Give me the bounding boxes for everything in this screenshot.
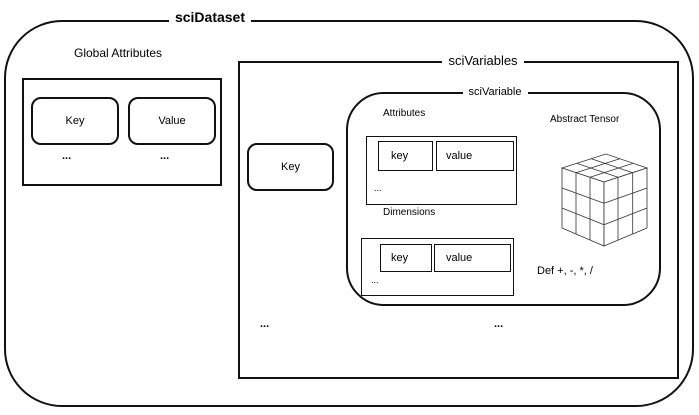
abstract-tensor-label: Abstract Tensor [550, 114, 620, 125]
tensor-cube-icon [560, 153, 649, 247]
attributes-ellipsis: ... [374, 183, 382, 193]
scivariables-key-box: Key [247, 143, 334, 191]
global-attr-key-box: Key [31, 97, 119, 145]
global-attr-value-text: Value [158, 114, 186, 127]
global-attr-ellipsis-2: ... [160, 150, 170, 162]
attributes-label: Attributes [383, 108, 426, 119]
scivariable-title-wrap: sciVariable [455, 84, 535, 100]
scidataset-title-wrap: sciDataset [160, 7, 260, 27]
global-attr-value-box: Value [128, 97, 216, 145]
scivariables-key-text: Key [281, 160, 300, 173]
scivariables-title: sciVariables [442, 53, 524, 67]
global-attributes-label: Global Attributes [74, 46, 163, 60]
dimensions-key-text: key [391, 251, 409, 264]
dimensions-value-text: value [446, 251, 473, 264]
attributes-key-text: key [391, 149, 409, 162]
tensor-ops-label: Def +, -, *, / [537, 265, 593, 277]
attributes-value-box: value [436, 141, 514, 171]
attributes-value-text: value [446, 149, 473, 162]
scivariable-title: sciVariable [462, 86, 528, 98]
dimensions-key-box: key [380, 244, 432, 272]
global-attr-key-text: Key [65, 114, 85, 127]
attributes-key-box: key [378, 141, 433, 171]
dimensions-ellipsis: ... [371, 275, 379, 285]
scivariables-ellipsis-left: ... [260, 318, 270, 330]
dimensions-value-box: value [434, 244, 511, 272]
global-attr-ellipsis-1: ... [62, 150, 72, 162]
scidataset-title: sciDataset [168, 9, 252, 25]
scivariables-ellipsis-right: ... [494, 318, 504, 330]
scivariables-title-wrap: sciVariables [428, 51, 538, 69]
dimensions-label: Dimensions [383, 207, 436, 218]
